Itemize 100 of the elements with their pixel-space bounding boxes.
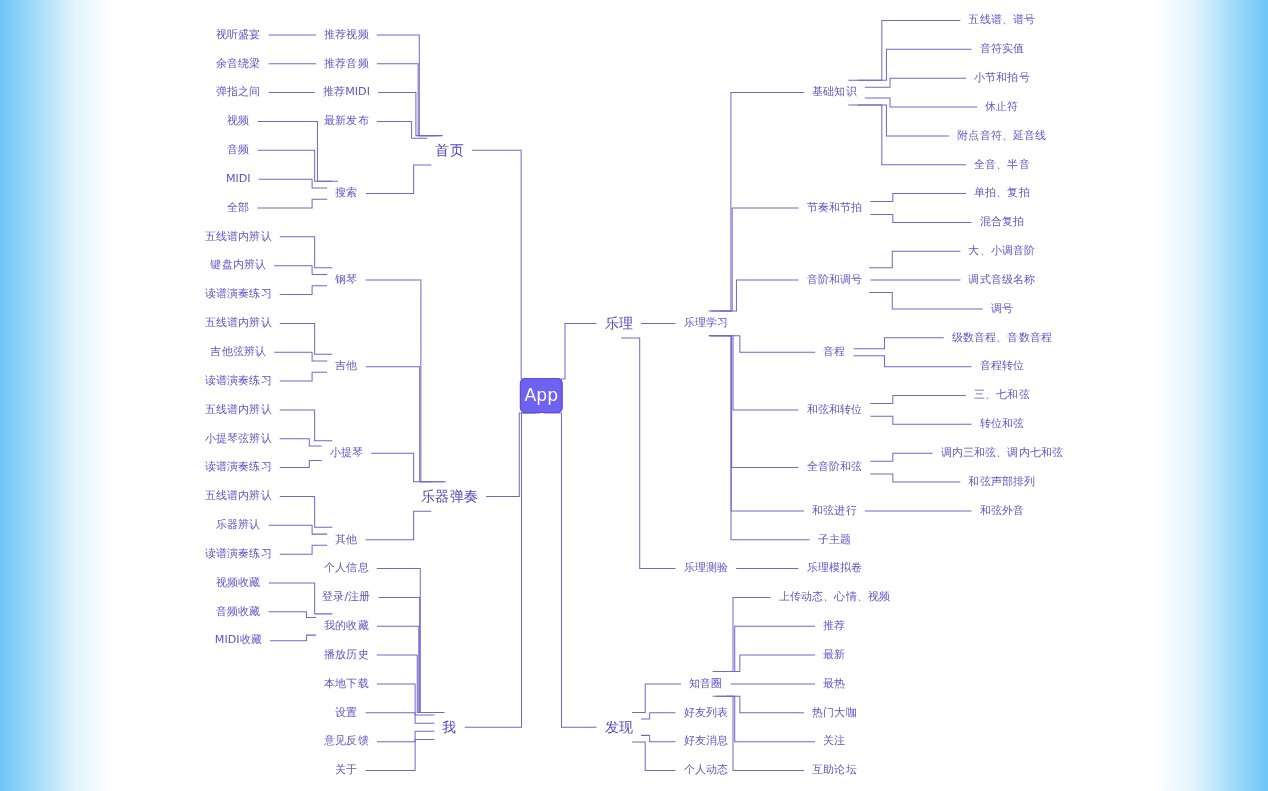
node-text: 首页 — [435, 141, 464, 158]
connector — [715, 625, 816, 673]
node-text: 关于 — [335, 763, 358, 777]
connector — [279, 438, 323, 447]
node-text: 音符实值 — [979, 42, 1025, 56]
node-text: 我 — [442, 718, 457, 735]
connector — [376, 568, 446, 714]
connector — [376, 34, 444, 137]
node-text: 吉他弦辨认 — [210, 344, 267, 359]
node-text: 意见反馈 — [324, 734, 369, 748]
connector — [279, 236, 333, 269]
node-text: 三、七和弦 — [974, 388, 1030, 402]
connector — [869, 415, 973, 425]
connector — [864, 510, 973, 512]
connector — [376, 63, 441, 137]
connector — [712, 596, 772, 673]
connector — [268, 63, 317, 65]
node-text: 小提琴 — [329, 445, 364, 460]
connector — [853, 337, 945, 350]
node-text: 小提琴弦辨认 — [204, 431, 272, 445]
node-text: 上传动态、心情、视频 — [778, 590, 891, 604]
connector — [376, 730, 435, 743]
node-text: 读谱演奏练习 — [204, 546, 272, 560]
connector — [869, 213, 973, 223]
connector — [269, 634, 317, 642]
node-text: 乐理学习 — [683, 316, 729, 330]
connector — [620, 337, 676, 570]
connector — [869, 279, 961, 281]
node-text: 节奏和节拍 — [806, 200, 863, 214]
node-text: 我的收藏 — [324, 618, 369, 633]
node-text: 互助论坛 — [812, 763, 857, 777]
node-text: 键盘内辨认 — [210, 258, 267, 272]
node-text: 休止符 — [985, 99, 1019, 113]
connector — [376, 120, 428, 139]
connector — [853, 355, 973, 368]
node-text: 个人信息 — [324, 561, 369, 575]
node-text: 和弦外音 — [979, 503, 1025, 517]
node-text: 小节和拍号 — [974, 70, 1030, 85]
connector — [268, 611, 317, 618]
connector — [631, 683, 682, 714]
node-text: 五线谱内辨认 — [204, 229, 272, 243]
node-text: 单拍、复拍 — [974, 186, 1030, 200]
node-text: 推荐音频 — [324, 56, 369, 70]
node-text: 登录/注册 — [322, 590, 371, 604]
connector — [365, 738, 435, 771]
connector — [640, 712, 676, 720]
connector — [869, 473, 961, 483]
node-text: 调式音级名称 — [968, 272, 1036, 286]
node-text: 乐理模拟卷 — [806, 561, 863, 575]
node-text: 和弦声部排列 — [968, 474, 1036, 488]
node-text: 调号 — [990, 301, 1014, 315]
node-text: 余音绕梁 — [216, 56, 261, 70]
connector — [377, 92, 437, 137]
node-text: 全部 — [227, 200, 250, 214]
node-text: 最新 — [823, 647, 846, 661]
connector — [279, 495, 333, 528]
node-text: 乐器辨认 — [216, 517, 261, 532]
node-text: 读谱演奏练习 — [204, 460, 272, 474]
node-text: 好友列表 — [683, 705, 729, 719]
node-text: 全音、半音 — [974, 157, 1030, 171]
node-text: 全音阶和弦 — [806, 460, 863, 474]
connector — [710, 207, 799, 312]
connector — [365, 279, 447, 483]
node-text: 基础知识 — [812, 85, 857, 99]
connector — [268, 582, 333, 615]
connector — [279, 371, 328, 382]
connector — [279, 544, 328, 555]
node-text: 最热 — [823, 676, 846, 690]
node-text: 搜索 — [335, 186, 358, 200]
node-text: 音频收藏 — [216, 604, 261, 618]
connector — [868, 292, 984, 310]
node-text: 和弦进行 — [812, 503, 857, 517]
connector — [257, 120, 339, 182]
connector — [378, 596, 444, 714]
connector — [365, 366, 444, 483]
connector — [869, 395, 967, 405]
connector — [279, 285, 328, 296]
node-text: 大、小调音阶 — [968, 243, 1036, 258]
node-text: 调内三和弦、调内七和弦 — [940, 445, 1064, 460]
node-text: MIDI收藏 — [214, 633, 262, 647]
connector — [864, 97, 978, 108]
node-text: 知音圈 — [689, 676, 723, 690]
connector — [257, 198, 328, 209]
node-text: 转位和弦 — [979, 417, 1025, 431]
connector — [712, 695, 805, 771]
node-text: 音频 — [227, 142, 250, 157]
connector — [631, 741, 676, 771]
node-text: 发现 — [604, 718, 633, 735]
connector — [279, 459, 323, 469]
connector — [868, 250, 961, 269]
connector — [279, 322, 333, 355]
connector — [707, 92, 805, 312]
node-text: 好友消息 — [683, 734, 729, 748]
connector — [273, 265, 328, 275]
connector — [273, 351, 328, 362]
node-text: 弹指之间 — [216, 85, 261, 99]
node-text: 音程 — [823, 344, 846, 359]
node-text: 本地下载 — [324, 676, 369, 690]
node-text: 乐理测验 — [683, 561, 729, 575]
node-text: 钢琴 — [335, 272, 358, 286]
